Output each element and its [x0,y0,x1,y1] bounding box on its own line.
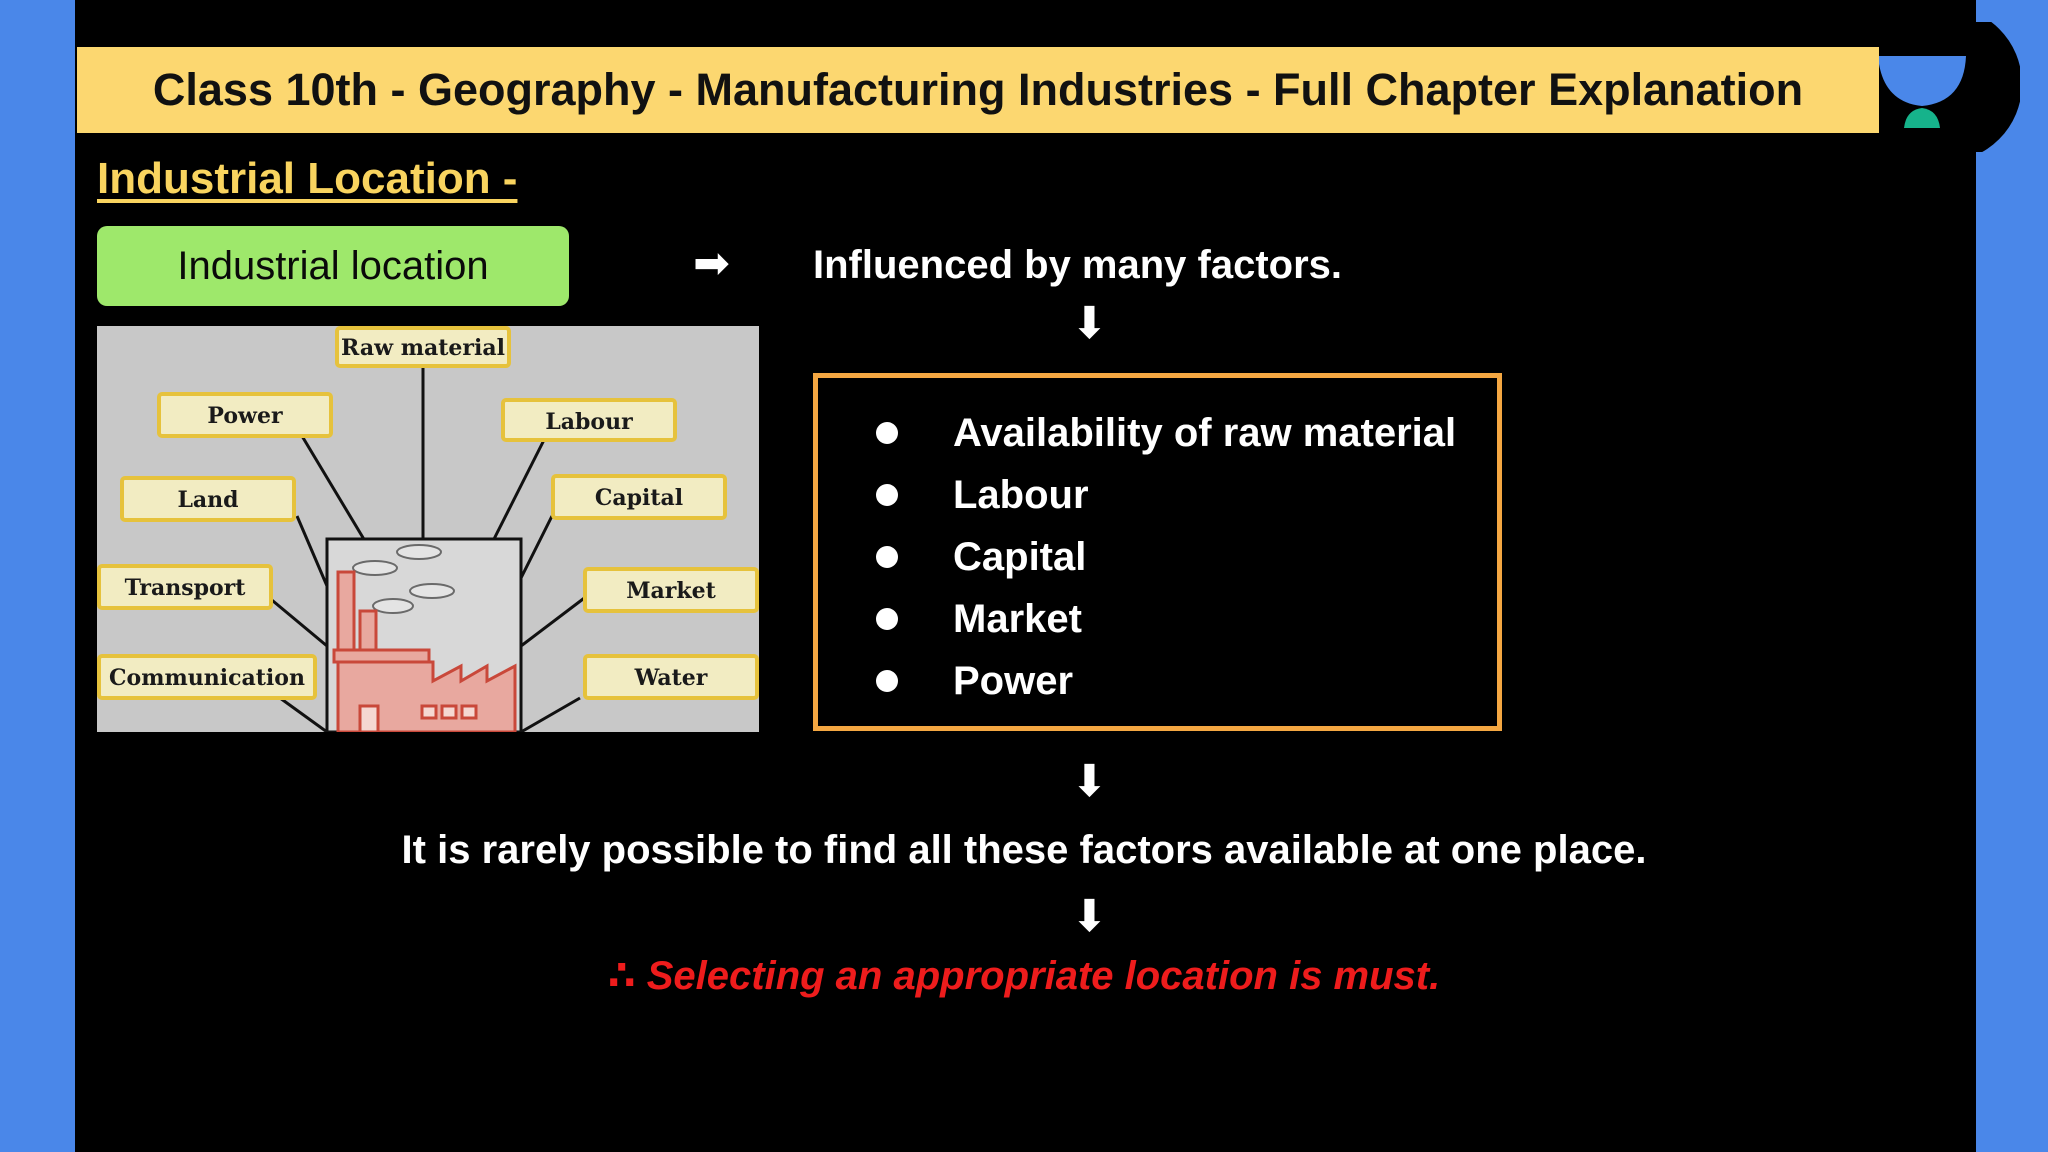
down-arrow-icon: ⬇ [1071,299,1108,348]
factory-icon [325,537,523,732]
therefore-statement: ∴ Selecting an appropriate location is m… [0,953,2048,999]
bullet-icon [876,546,898,568]
label-labour: Labour [501,398,677,442]
conclusion-text: It is rarely possible to find all these … [401,828,1647,872]
left-blue-border [0,0,75,1152]
bullet-icon [876,484,898,506]
label-land: Land [120,476,296,522]
list-item: Availability of raw material [858,402,1456,464]
svg-text:Market: Market [626,578,716,604]
list-item: Capital [858,526,1456,588]
label-communication: Communication [97,654,317,700]
label-power: Power [157,392,333,438]
label-transport: Transport [97,564,273,610]
slide-title: Class 10th - Geography - Manufacturing I… [152,64,1804,115]
svg-text:Water: Water [634,665,708,691]
label-market: Market [583,567,759,613]
list-item: Labour [858,464,1456,526]
svg-text:Labour: Labour [545,409,633,435]
label-capital: Capital [551,474,727,520]
list-item: Power [858,650,1456,712]
svg-text:Capital: Capital [595,485,683,511]
industrial-location-label: Industrial location [97,226,569,306]
right-arrow-icon: ➡ [693,239,730,288]
svg-text:Land: Land [177,487,238,513]
right-blue-border [1976,0,2048,1152]
title-bar: Class 10th - Geography - Manufacturing I… [77,47,1879,133]
influenced-text: Influenced by many factors. [813,243,1343,287]
svg-text:Transport: Transport [125,575,247,601]
therefore-symbol: ∴ [607,954,636,998]
connector-lines [266,366,588,732]
industrial-location-diagram: Raw material Power Labour Land Capital T… [97,326,759,732]
section-heading: Industrial Location - [97,154,518,203]
down-arrow-icon: ⬇ [1071,892,1108,941]
must-text: Selecting an appropriate location is mus… [646,954,1441,998]
svg-text:Communication: Communication [109,665,305,691]
svg-text:Power: Power [207,403,283,429]
svg-text:Raw material: Raw material [341,335,505,361]
bullet-icon [876,608,898,630]
label-raw-material: Raw material [335,326,511,368]
factors-list: Availability of raw material Labour Capi… [858,402,1456,712]
industrial-location-text: Industrial location [177,243,489,288]
list-item: Market [858,588,1456,650]
down-arrow-icon: ⬇ [1071,757,1108,806]
label-water: Water [583,654,759,700]
unacademy-logo-icon [1866,22,2020,152]
bullet-icon [876,670,898,692]
bullet-icon [876,422,898,444]
factors-box: Availability of raw material Labour Capi… [813,373,1502,731]
